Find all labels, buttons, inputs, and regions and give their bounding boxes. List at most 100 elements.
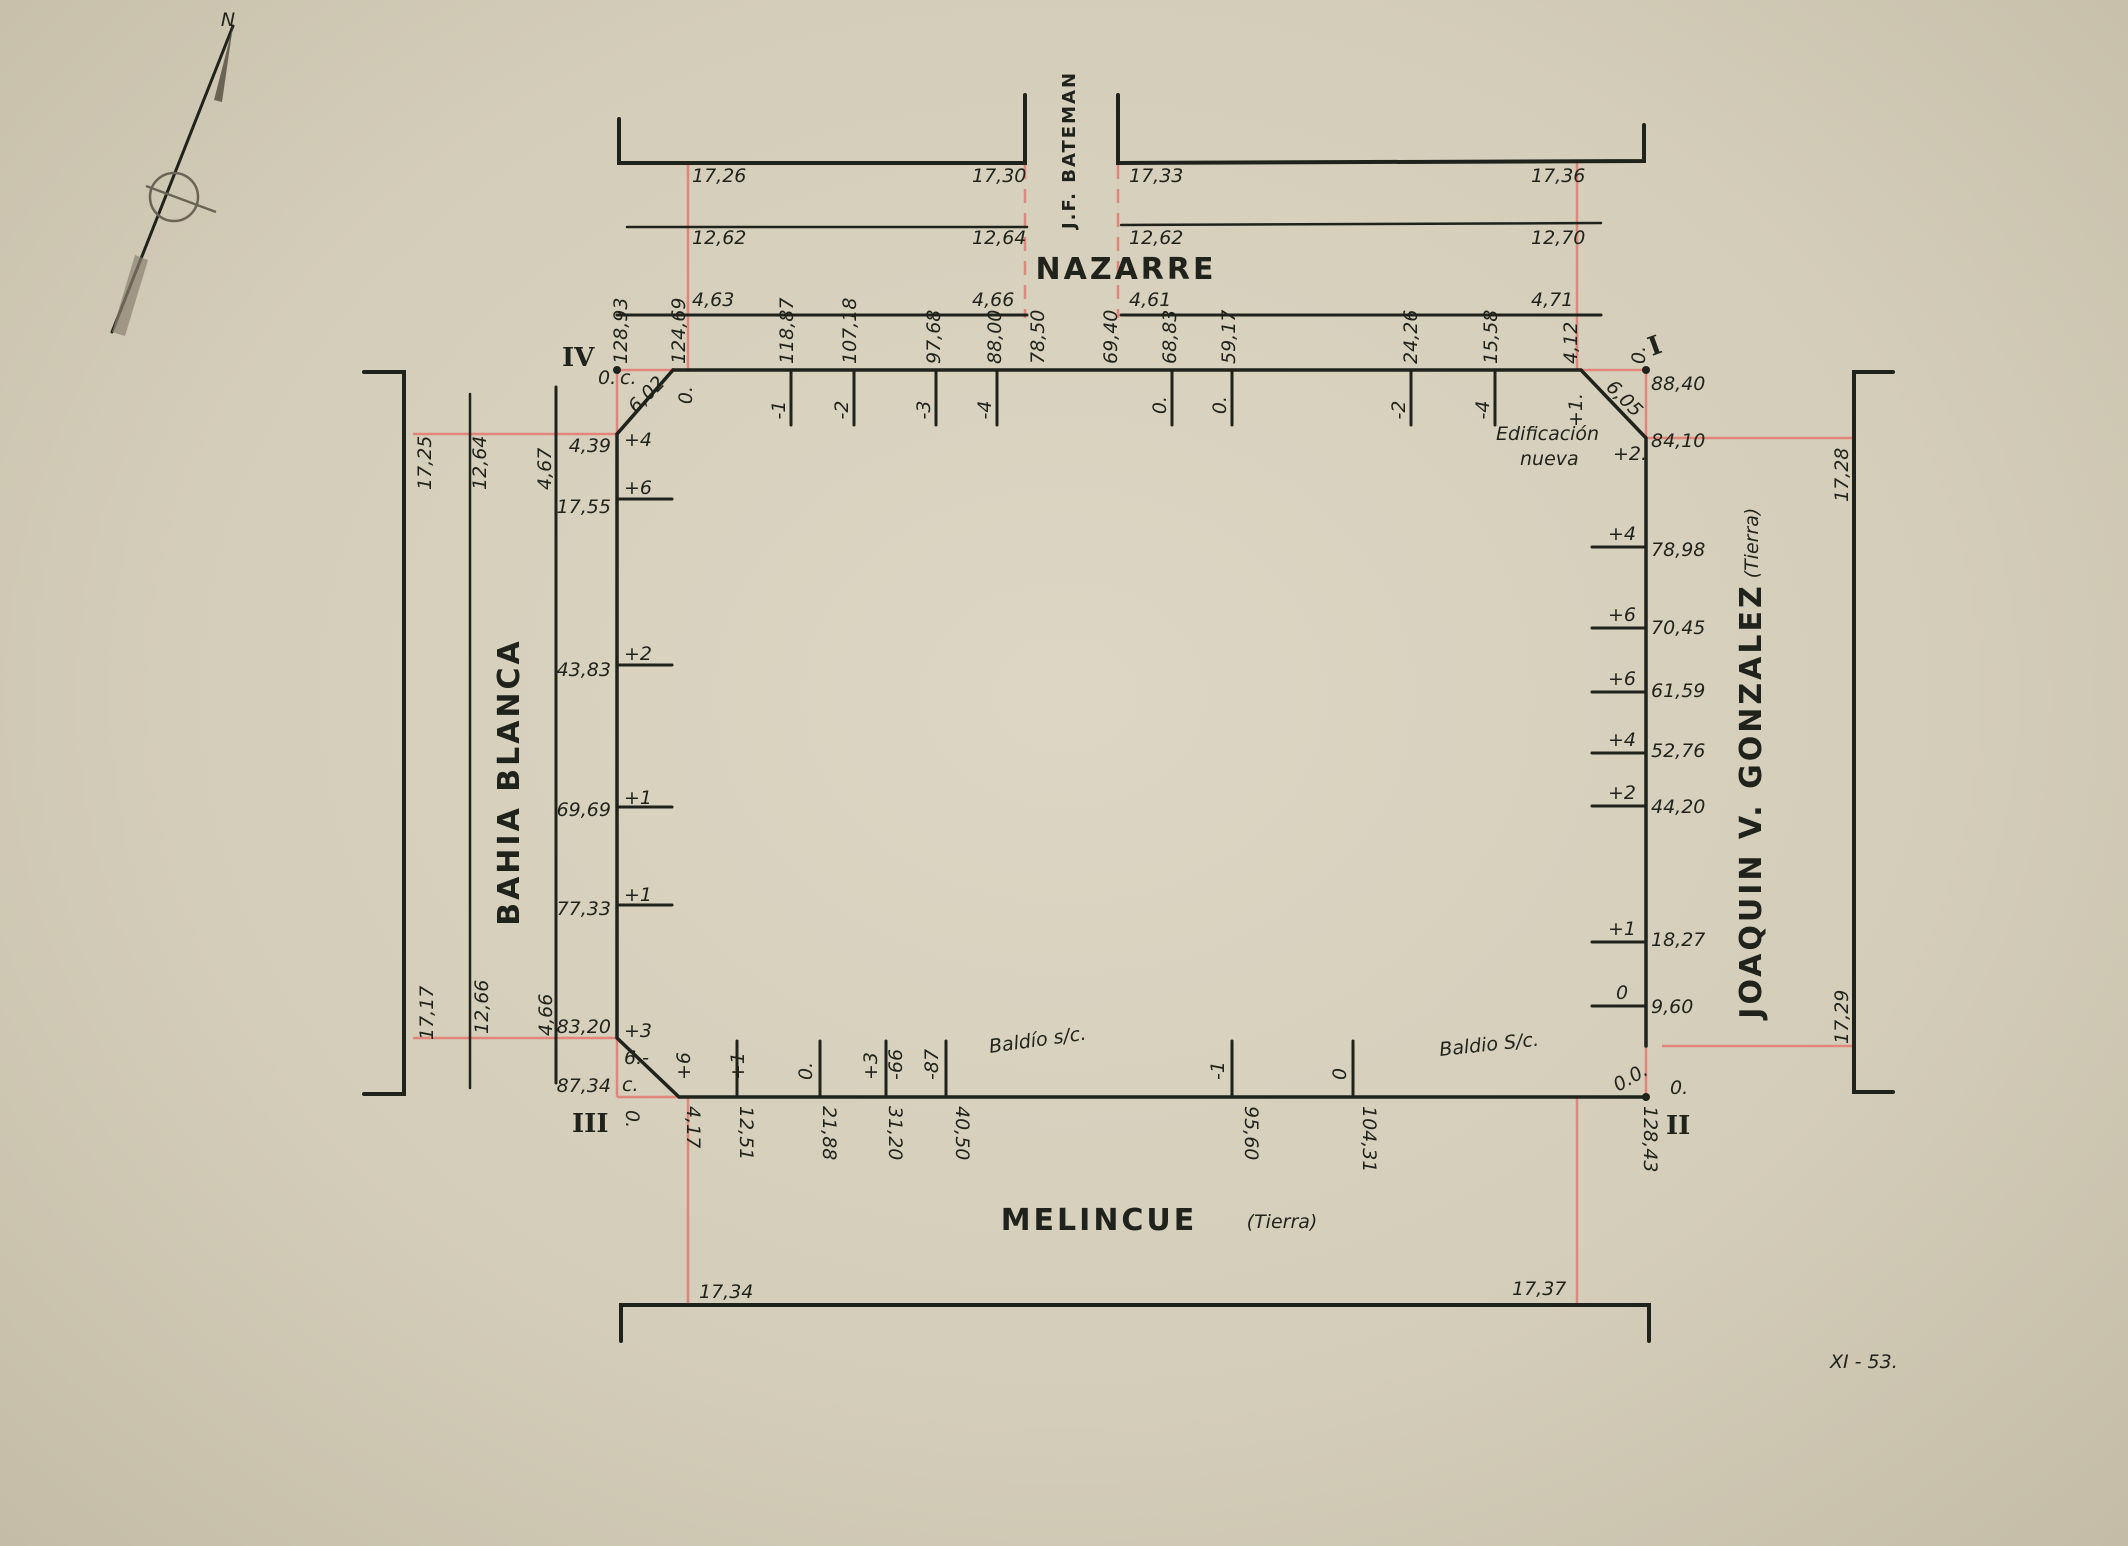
corner-mark: c. bbox=[622, 1074, 639, 1096]
level-value: 12,62 bbox=[1129, 227, 1183, 249]
level-value: 17,33 bbox=[1129, 165, 1183, 187]
level-difference: -1 bbox=[1207, 1061, 1229, 1080]
level-value: 17,37 bbox=[1512, 1278, 1566, 1300]
street-name-melincue: MELINCUE bbox=[1001, 1203, 1198, 1238]
plan-labels: NAZARRE J.F. BATEMAN BAHIA BLANCA JOAQUIN V… bbox=[221, 9, 1898, 1373]
frontage-distance: 12,51 bbox=[735, 1106, 757, 1160]
level-difference: +1 bbox=[624, 884, 652, 906]
note-baldio: Baldio S/c. bbox=[1438, 1029, 1540, 1061]
street-curb-lines bbox=[362, 93, 1895, 1343]
frontage-distance: 61,59 bbox=[1651, 680, 1705, 702]
level-value: 17,30 bbox=[972, 165, 1026, 187]
street-name-bateman: J.F. BATEMAN bbox=[1059, 71, 1080, 231]
street-name-gonzalez: JOAQUIN V. GONZALEZ bbox=[1734, 583, 1769, 1020]
note-edificacion: Edificación bbox=[1496, 423, 1599, 445]
level-difference: 0. bbox=[675, 386, 697, 404]
corner-mark: 0. bbox=[1670, 1077, 1688, 1099]
frontage-distance: 4,12 bbox=[1560, 322, 1582, 364]
frontage-distance: 107,18 bbox=[839, 298, 861, 364]
level-value: 17,25 bbox=[414, 436, 436, 490]
frontage-distance: 88,00 bbox=[984, 310, 1006, 364]
frontage-distance: 84,10 bbox=[1651, 430, 1705, 452]
level-difference: +6 bbox=[1608, 668, 1636, 690]
frontage-distance: 69,69 bbox=[557, 799, 611, 821]
frontage-distance: 78,50 bbox=[1027, 310, 1049, 364]
frontage-distance: 69,40 bbox=[1100, 310, 1122, 364]
level-difference: +4 bbox=[1608, 523, 1636, 545]
frontage-distance: 83,20 bbox=[557, 1016, 611, 1038]
frontage-distance: 87,34 bbox=[557, 1075, 611, 1097]
corner-label-iv: IV bbox=[562, 343, 595, 373]
level-difference: 0. bbox=[1209, 396, 1231, 414]
level-difference: +2 bbox=[624, 643, 652, 665]
level-difference: 0 bbox=[1329, 1068, 1351, 1080]
level-value: 17,34 bbox=[699, 1281, 753, 1303]
level-difference: +4 bbox=[1608, 729, 1636, 751]
street-name-bahia-blanca: BAHIA BLANCA bbox=[492, 638, 527, 926]
street-surface-note: (Tierra) bbox=[1247, 1211, 1318, 1233]
level-value: 17,29 bbox=[1831, 990, 1853, 1044]
level-difference: +1 bbox=[1608, 918, 1636, 940]
frontage-distance: 15,58 bbox=[1480, 310, 1502, 364]
frontage-tick-marks bbox=[615, 368, 1648, 1099]
corner-label-iii: III bbox=[572, 1109, 609, 1139]
level-value: 17,17 bbox=[416, 986, 438, 1040]
frontage-distance: 4,39 bbox=[569, 435, 611, 457]
frontage-distance: 118,87 bbox=[776, 298, 798, 364]
level-difference: 0. bbox=[1149, 396, 1171, 414]
level-difference: +1 bbox=[727, 1052, 749, 1080]
chamfer-length: 6.- bbox=[624, 1047, 649, 1069]
frontage-distance: 31,20 bbox=[884, 1106, 906, 1160]
level-difference: +1. bbox=[1565, 393, 1587, 427]
frontage-distance: 128,93 bbox=[610, 298, 632, 364]
level-difference: -1 bbox=[768, 401, 790, 420]
frontage-distance: 128,43 bbox=[1639, 1106, 1661, 1172]
level-difference: -4 bbox=[974, 401, 996, 420]
level-difference: -66 bbox=[885, 1049, 907, 1080]
level-difference: +6 bbox=[624, 477, 652, 499]
date-label: XI - 53. bbox=[1829, 1351, 1898, 1373]
level-difference: 0 bbox=[1616, 982, 1628, 1004]
frontage-distance: 21,88 bbox=[818, 1106, 840, 1160]
level-difference: 0. bbox=[795, 1062, 817, 1080]
frontage-distance: 88,40 bbox=[1651, 373, 1705, 395]
level-value: 4,63 bbox=[692, 289, 734, 311]
frontage-distance: 97,68 bbox=[923, 310, 945, 364]
corner-mark: 0. bbox=[1628, 346, 1650, 364]
frontage-distance: 68,83 bbox=[1159, 310, 1181, 364]
frontage-distance: 95,60 bbox=[1240, 1106, 1262, 1160]
note-nueva: nueva bbox=[1520, 448, 1579, 470]
frontage-distance: 43,83 bbox=[557, 659, 611, 681]
north-arrow-icon bbox=[110, 24, 235, 336]
north-letter: N bbox=[221, 9, 235, 31]
level-difference: +3 bbox=[624, 1020, 652, 1042]
level-difference: +2. bbox=[1613, 443, 1647, 465]
frontage-distance: 59,17 bbox=[1218, 310, 1240, 364]
frontage-distance: 9,60 bbox=[1651, 996, 1693, 1018]
frontage-distance: 17,55 bbox=[557, 496, 611, 518]
street-surface-note: (Tierra) bbox=[1741, 508, 1763, 579]
level-value: 12,64 bbox=[469, 436, 491, 490]
level-difference: -87 bbox=[921, 1049, 943, 1080]
level-value: 12,62 bbox=[692, 227, 746, 249]
frontage-distance: 44,20 bbox=[1651, 796, 1705, 818]
level-value: 12,64 bbox=[972, 227, 1026, 249]
level-difference: -2 bbox=[1388, 401, 1410, 420]
corner-mark: 0. bbox=[621, 1110, 643, 1128]
level-value: 4,61 bbox=[1129, 289, 1171, 311]
level-difference: -2 bbox=[831, 401, 853, 420]
corner-label-ii: II bbox=[1666, 1111, 1690, 1141]
frontage-distance: 124,69 bbox=[668, 298, 690, 364]
street-name-nazarre: NAZARRE bbox=[1036, 252, 1217, 287]
level-value: 4,66 bbox=[535, 994, 557, 1036]
level-value: 4,66 bbox=[972, 289, 1014, 311]
level-value: 17,28 bbox=[1831, 448, 1853, 502]
level-value: 4,67 bbox=[534, 448, 556, 490]
level-difference: +3 bbox=[860, 1052, 882, 1080]
level-value: 12,66 bbox=[471, 980, 493, 1034]
level-difference: +6 bbox=[1608, 604, 1636, 626]
block-outline bbox=[613, 366, 1650, 1101]
frontage-distance: 77,33 bbox=[557, 898, 611, 920]
